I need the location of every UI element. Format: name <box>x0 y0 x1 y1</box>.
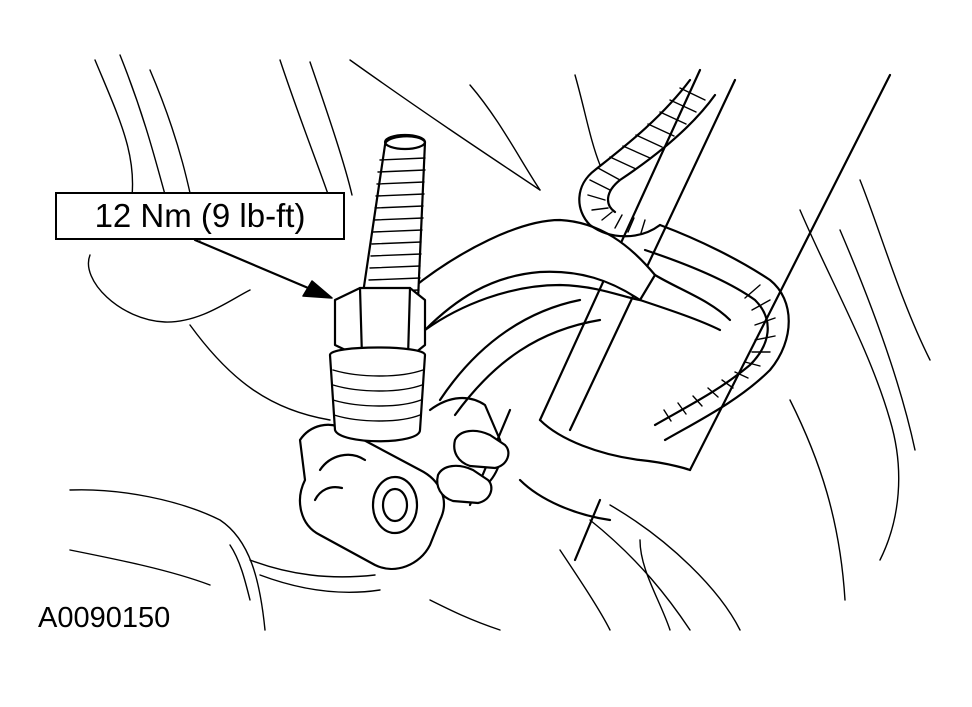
clamp-lug <box>298 397 510 570</box>
threaded-stud <box>360 133 427 302</box>
clamp-band <box>408 218 732 417</box>
torque-spec-label: 12 Nm (9 lb-ft) <box>94 197 306 234</box>
torque-callout-box: 12 Nm (9 lb-ft) <box>55 192 345 240</box>
background-contours <box>69 54 931 631</box>
hex-nut <box>328 286 427 443</box>
wire-harness <box>578 78 790 442</box>
figure-id-label: A0090150 <box>38 602 171 634</box>
callout-leader-arrow <box>193 238 333 299</box>
